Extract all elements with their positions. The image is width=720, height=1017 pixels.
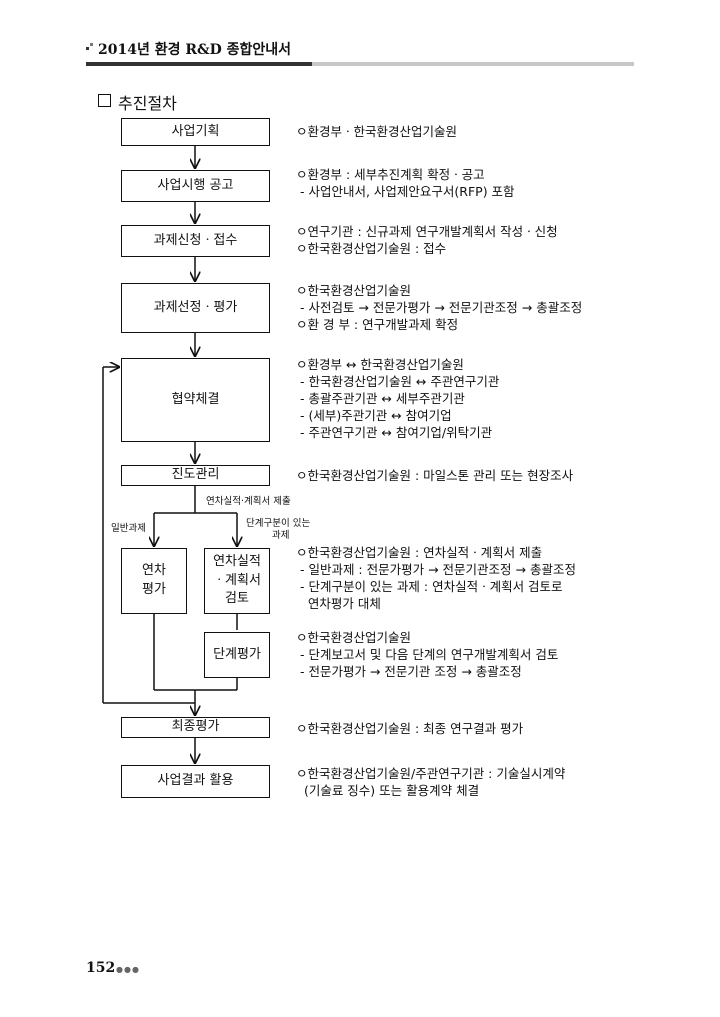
- desc-line: ㅇ한국환경산업기술원: [296, 630, 412, 645]
- review-line-2: ㆍ계획서: [213, 572, 261, 588]
- desc-line: - (세부)주관기관 ↔ 참여기업: [296, 408, 452, 423]
- desc-line: - 단계구분이 있는 과제 : 연차실적ㆍ계획서 검토로: [296, 579, 563, 594]
- desc-line: ㅇ한국환경산업기술원 : 접수: [296, 241, 447, 256]
- desc-line: - 한국환경산업기술원 ↔ 주관연구기관: [296, 374, 500, 389]
- step-utilization-box: 사업결과 활용: [121, 765, 270, 798]
- page-number: 152: [86, 960, 116, 976]
- branch-submit-label: 연차실적·계획서 제출: [206, 496, 291, 507]
- desc-line: ㅇ한국환경산업기술원/주관연구기관 : 기술실시계약: [296, 766, 566, 781]
- desc-line: - 전문가평가 → 전문기관 조정 → 총괄조정: [296, 664, 522, 679]
- branch-stage-label-2: 과제: [272, 530, 290, 541]
- step-announcement-box: 사업시행 공고: [121, 170, 270, 202]
- desc-line: (기술료 징수) 또는 활용계약 체결: [296, 783, 480, 798]
- desc-line: ㅇ한국환경산업기술원: [296, 283, 412, 298]
- desc-line: ㅇ연구기관 : 신규과제 연구개발계획서 작성ㆍ신청: [296, 224, 558, 239]
- step-agreement-box: 협약체결: [121, 358, 270, 442]
- section-title: 추진절차: [118, 94, 177, 113]
- branch-stage-label-1: 단계구분이 있는: [246, 518, 311, 529]
- desc-application: ㅇ연구기관 : 신규과제 연구개발계획서 작성ㆍ신청 ㅇ한국환경산업기술원 : …: [296, 223, 558, 257]
- desc-agreement: ㅇ환경부 ↔ 한국환경산업기술원 - 한국환경산업기술원 ↔ 주관연구기관 - …: [296, 356, 499, 441]
- step-annual-eval-box: 연차 평가: [121, 548, 187, 614]
- step-stage-eval-box: 단계평가: [204, 632, 270, 678]
- desc-line: ㅇ환경부ㆍ한국환경산업기술원: [296, 124, 458, 139]
- header-title: 2014년 환경 R&D 종합안내서: [98, 42, 292, 58]
- desc-planning: ㅇ환경부ㆍ한국환경산업기술원: [296, 123, 457, 140]
- section-square-icon: [98, 94, 111, 107]
- header-bullet-icon: [86, 43, 93, 50]
- step-application-box: 과제신청ㆍ접수: [121, 225, 270, 257]
- desc-utilization: ㅇ한국환경산업기술원/주관연구기관 : 기술실시계약 (기술료 징수) 또는 활…: [296, 765, 565, 799]
- desc-line: - 사업안내서, 사업제안요구서(RFP) 포함: [296, 184, 515, 199]
- step-final-eval-box: 최종평가: [121, 717, 270, 738]
- header-rule-light: [312, 62, 634, 66]
- branch-general-label: 일반과제: [111, 523, 146, 534]
- desc-progress: ㅇ한국환경산업기술원 : 마일스톤 관리 또는 현장조사: [296, 467, 573, 484]
- review-line-1: 연차실적: [213, 553, 261, 569]
- step-progress-box: 진도관리: [121, 465, 270, 486]
- step-selection-box: 과제선정ㆍ평가: [121, 283, 270, 333]
- desc-final: ㅇ한국환경산업기술원 : 최종 연구결과 평가: [296, 720, 523, 737]
- desc-announcement: ㅇ환경부 : 세부추진계획 확정ㆍ공고 - 사업안내서, 사업제안요구서(RFP…: [296, 166, 515, 200]
- annual-eval-line-2: 평가: [142, 582, 166, 597]
- desc-line: 연차평가 대체: [296, 596, 381, 611]
- desc-line: ㅇ한국환경산업기술원 : 마일스톤 관리 또는 현장조사: [296, 468, 574, 483]
- step-planning-box: 사업기획: [121, 118, 270, 146]
- desc-line: ㅇ한국환경산업기술원 : 최종 연구결과 평가: [296, 721, 524, 736]
- desc-line: - 총괄주관기관 ↔ 세부주관기관: [296, 391, 465, 406]
- desc-line: ㅇ환경부 : 세부추진계획 확정ㆍ공고: [296, 167, 485, 182]
- review-line-3: 검토: [225, 591, 249, 607]
- step-review-box: 연차실적 ㆍ계획서 검토: [204, 548, 270, 614]
- footer-dots: ●●●: [116, 965, 140, 974]
- desc-line: ㅇ환 경 부 : 연구개발과제 확정: [296, 317, 459, 332]
- desc-line: ㅇ한국환경산업기술원 : 연차실적ㆍ계획서 제출: [296, 545, 543, 560]
- annual-eval-line-1: 연차: [142, 563, 166, 579]
- desc-line: ㅇ환경부 ↔ 한국환경산업기술원: [296, 357, 464, 372]
- desc-line: - 주관연구기관 ↔ 참여기업/위탁기관: [296, 425, 493, 440]
- desc-line: - 일반과제 : 전문가평가 → 전문기관조정 → 총괄조정: [296, 562, 576, 577]
- desc-line: - 사전검토 → 전문가평가 → 전문기관조정 → 총괄조정: [296, 300, 583, 315]
- desc-line: - 단계보고서 및 다음 단계의 연구개발계획서 검토: [296, 647, 559, 662]
- desc-selection: ㅇ한국환경산업기술원 - 사전검토 → 전문가평가 → 전문기관조정 → 총괄조…: [296, 282, 582, 333]
- desc-annual: ㅇ한국환경산업기술원 : 연차실적ㆍ계획서 제출 - 일반과제 : 전문가평가 …: [296, 544, 576, 612]
- desc-stage: ㅇ한국환경산업기술원 - 단계보고서 및 다음 단계의 연구개발계획서 검토 -…: [296, 629, 558, 680]
- header-rule-dark: [86, 62, 312, 66]
